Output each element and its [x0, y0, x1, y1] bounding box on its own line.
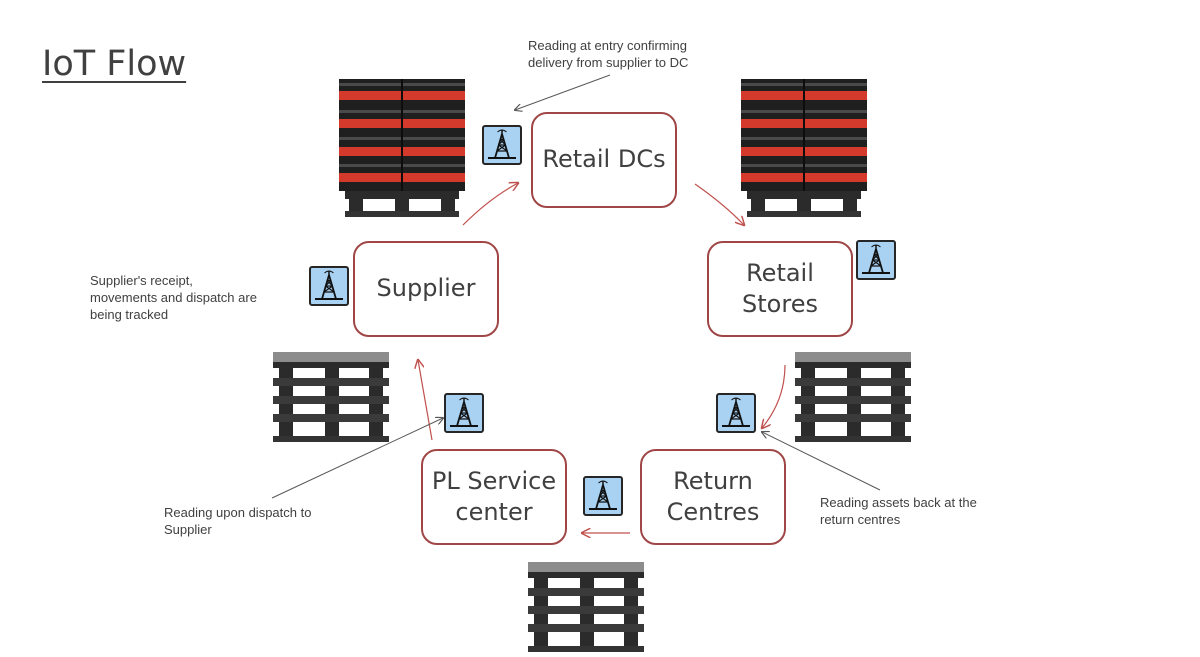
note-dispatch: Reading upon dispatch to Supplier	[164, 504, 311, 538]
note-supplier-line3: being tracked	[90, 307, 169, 322]
empty-pallet-stack-icon-supplier	[273, 352, 389, 442]
node-pl-service-label-line2: center	[455, 498, 533, 526]
node-retail-stores: Retail Stores	[707, 241, 853, 337]
note-dispatch-line2: Supplier	[164, 522, 212, 537]
node-return-centres-label-line1: Return	[673, 466, 753, 495]
note-return-line2: return centres	[820, 512, 901, 527]
rfid-reader-tower-icon-pl	[583, 476, 623, 516]
node-pl-service-center: PL Service center	[421, 449, 567, 545]
node-return-centres: Return Centres	[640, 449, 786, 545]
node-supplier: Supplier	[353, 241, 499, 337]
node-pl-service-label-line1: PL Service	[431, 466, 557, 495]
leader-dc-entry	[515, 74, 611, 110]
rfid-reader-tower-icon-dispatch	[444, 393, 484, 433]
node-return-centres-label-line2: Centres	[666, 498, 760, 526]
empty-pallet-stack-icon-return	[795, 352, 911, 442]
arrow-supplier-to-dcs	[462, 183, 518, 226]
loaded-bottle-pallet-icon-left	[339, 79, 465, 217]
rfid-reader-tower-icon-return	[716, 393, 756, 433]
leader-dispatch	[271, 418, 443, 499]
note-return: Reading assets back at the return centre…	[820, 494, 977, 528]
note-dispatch-line1: Reading upon dispatch to	[164, 505, 312, 520]
rfid-reader-tower-icon-dcs	[482, 125, 522, 165]
note-supplier-line1: Supplier's receipt,	[90, 273, 193, 288]
note-supplier-tracking: Supplier's receipt, movements and dispat…	[90, 272, 257, 323]
node-retail-stores-label-line2: Stores	[742, 290, 818, 318]
node-supplier-label: Supplier	[376, 274, 476, 303]
node-retail-dcs-label: Retail DCs	[542, 145, 666, 174]
empty-pallet-stack-icon-bottom	[528, 562, 644, 652]
note-dc-entry-line2: delivery from supplier to DC	[528, 55, 689, 70]
node-retail-stores-label-line1: Retail	[746, 258, 814, 287]
node-retail-dcs: Retail DCs	[531, 112, 677, 208]
rfid-reader-tower-icon-supplier	[309, 266, 349, 306]
arrow-stores-to-return	[762, 364, 786, 428]
note-supplier-line2: movements and dispatch are	[90, 290, 257, 305]
page-title: IoT Flow	[42, 44, 187, 84]
note-dc-entry-line1: Reading at entry confirming	[528, 38, 687, 53]
note-return-line1: Reading assets back at the	[820, 495, 977, 510]
leader-return	[762, 432, 881, 491]
arrow-dcs-to-stores	[694, 183, 744, 225]
rfid-reader-tower-icon-stores	[856, 240, 896, 280]
arrow-pl-to-supplier	[418, 360, 433, 441]
loaded-bottle-pallet-icon-right	[741, 79, 867, 217]
note-dc-entry: Reading at entry confirming delivery fro…	[528, 37, 688, 71]
